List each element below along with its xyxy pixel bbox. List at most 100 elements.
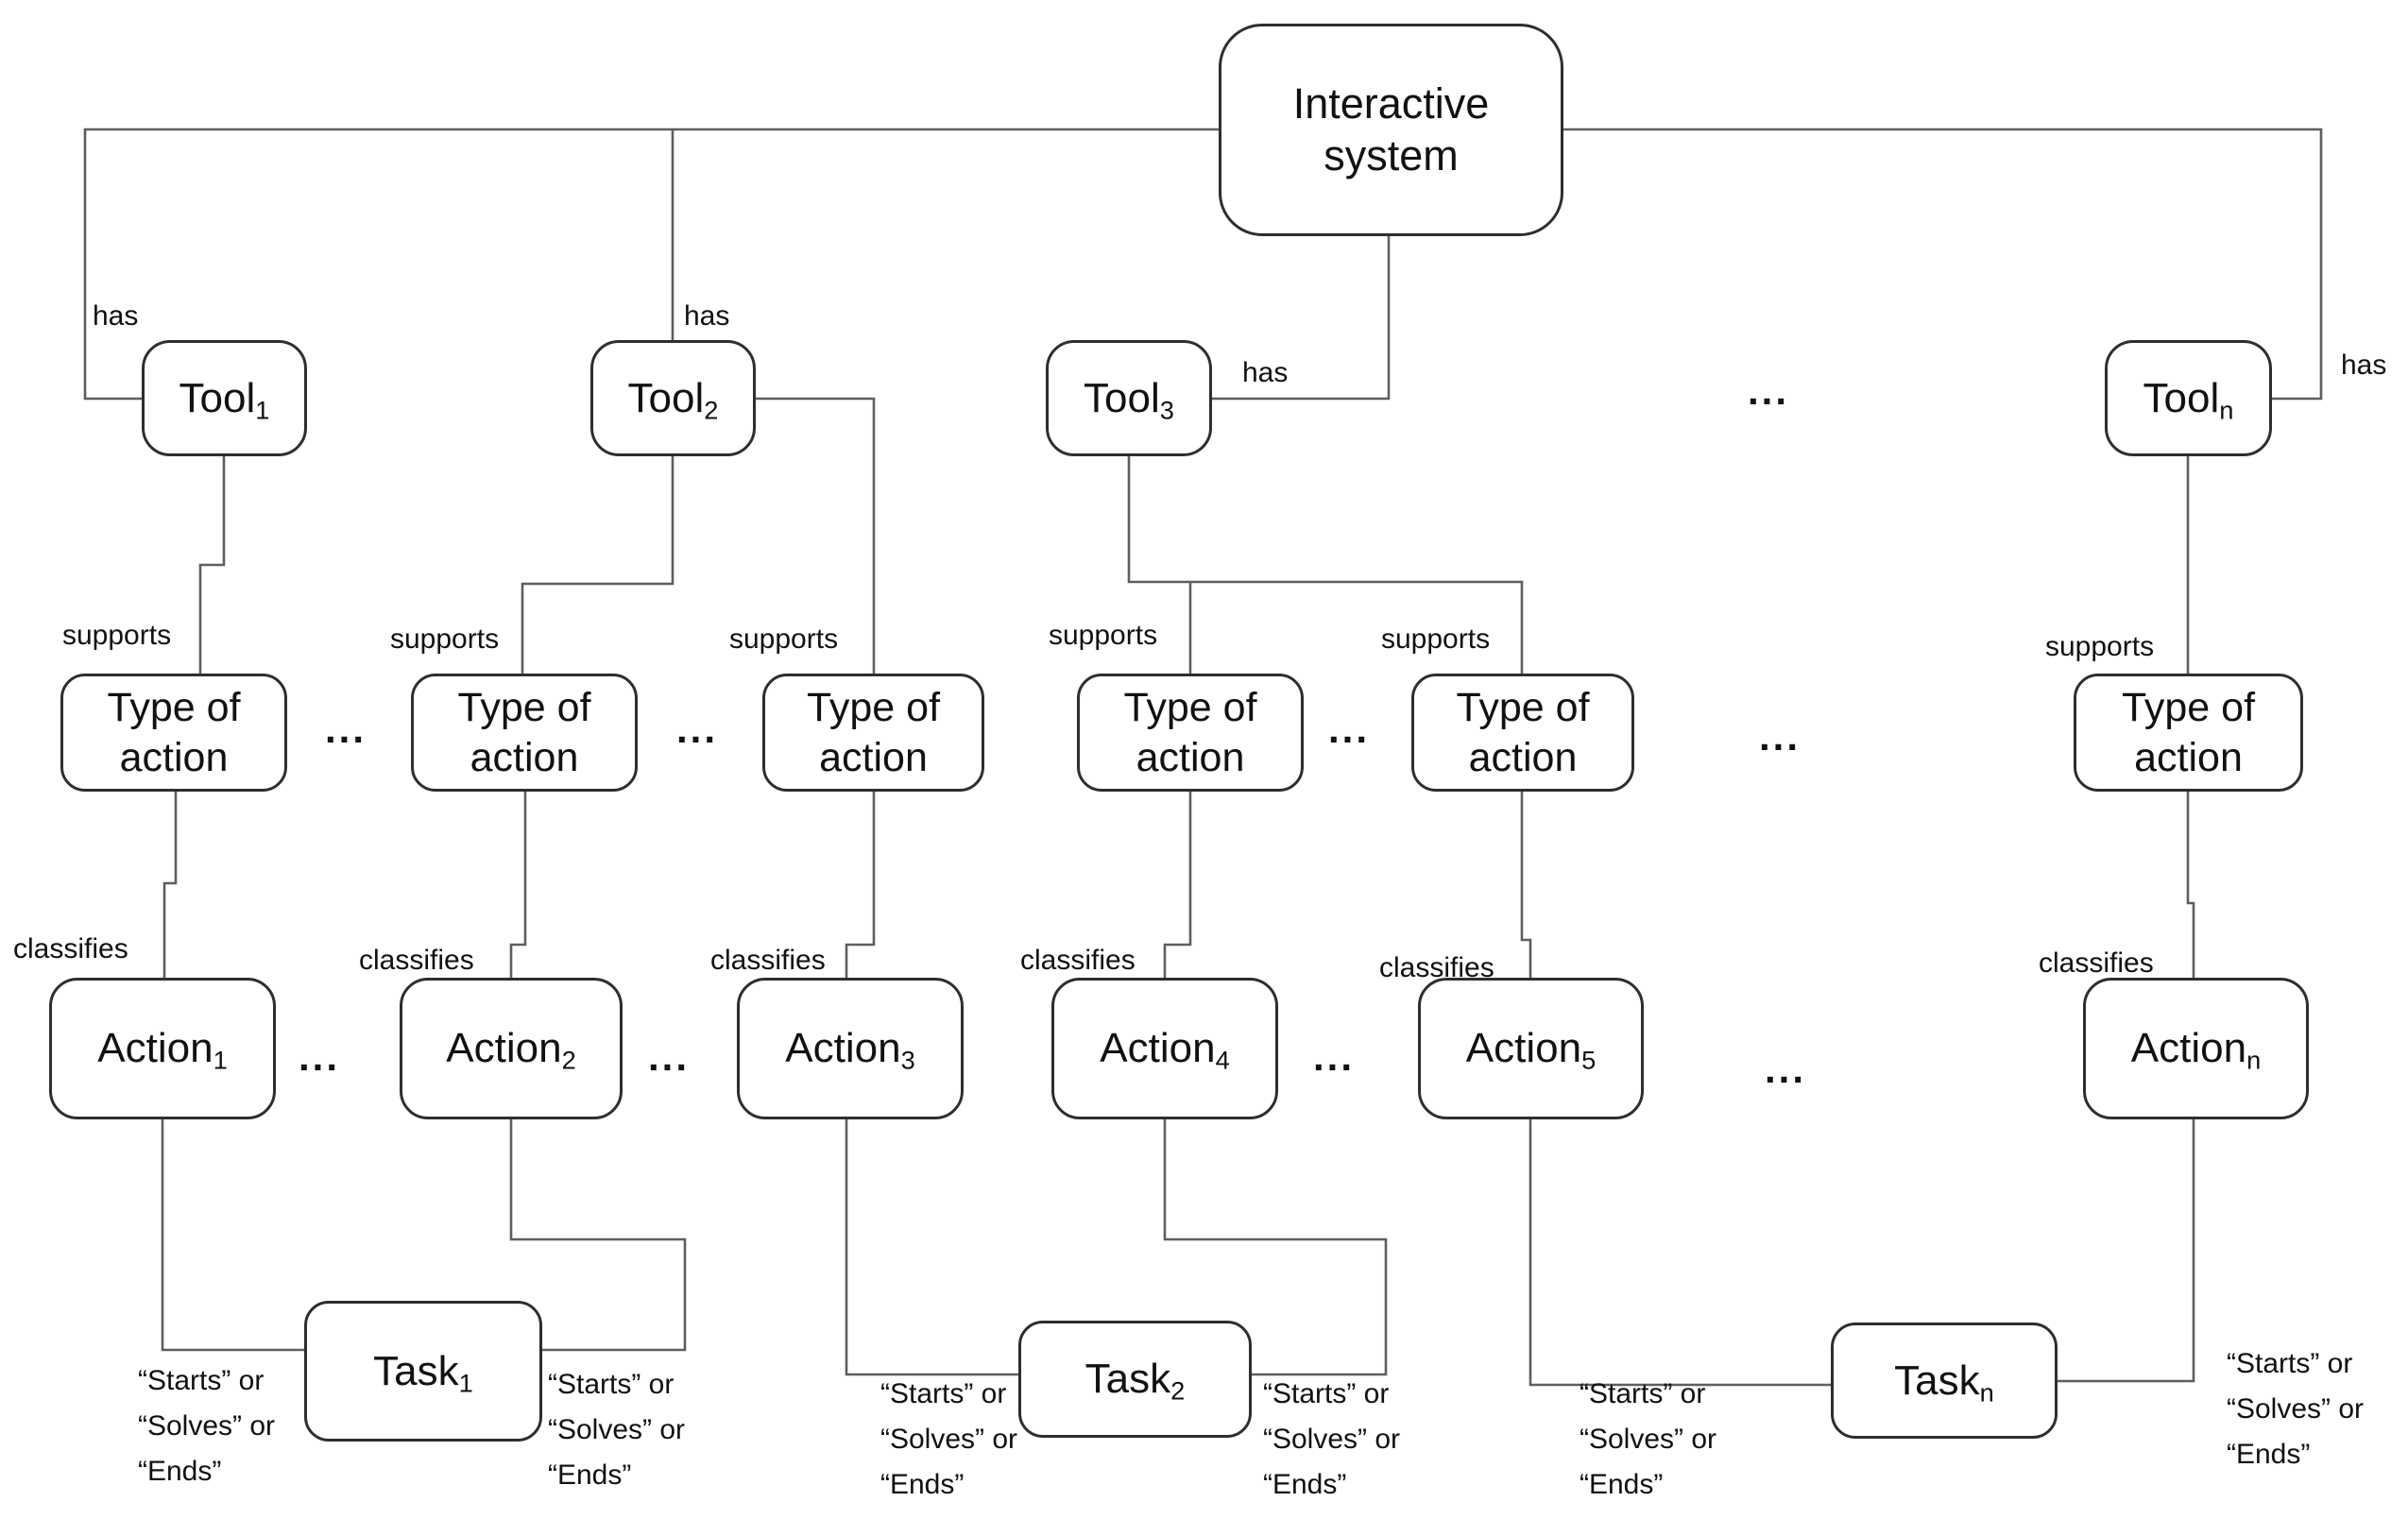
node-type-of-action-4-label: Type of action	[1123, 685, 1257, 780]
node-action-n: Actionn	[2083, 978, 2309, 1119]
node-action-n-label: Actionn	[2130, 1025, 2262, 1075]
quote-line: “Ends”	[1580, 1469, 1664, 1500]
node-tool-n-label: Tooln	[2143, 374, 2234, 425]
edge-label-has-n: has	[2341, 350, 2387, 381]
quote-label-task2-left: “Starts” or “Solves” or “Ends”	[880, 1372, 1017, 1508]
node-type-of-action-1-label: Type of action	[107, 685, 241, 780]
quote-line: “Starts” or	[2227, 1348, 2353, 1379]
quote-label-taskn-left: “Starts” or “Solves” or “Ends”	[1580, 1372, 1716, 1508]
node-action-4-label: Action4	[1100, 1025, 1230, 1075]
edge-label-supports-1: supports	[62, 620, 172, 651]
node-action-3: Action3	[737, 978, 964, 1119]
node-action-1: Action1	[49, 978, 276, 1119]
quote-line: “Ends”	[880, 1469, 965, 1500]
edge-action1-task1	[161, 1119, 304, 1352]
node-action-2-label: Action2	[446, 1025, 576, 1075]
node-task-2-label: Task2	[1084, 1356, 1186, 1406]
edge-label-supports-n: supports	[2045, 631, 2155, 662]
quote-line: “Solves” or	[138, 1410, 276, 1442]
quote-label-task1-right: “Starts” or “Solves” or “Ends”	[548, 1362, 685, 1498]
node-action-4: Action4	[1051, 978, 1278, 1119]
quote-label-task1-left: “Starts” or “Solves” or “Ends”	[138, 1358, 275, 1494]
ellipsis-type-of-action-4: ...	[1759, 714, 1802, 759]
quote-line: “Ends”	[548, 1459, 632, 1491]
node-type-of-action-3-label: Type of action	[806, 685, 941, 780]
quote-line: “Starts” or	[548, 1369, 675, 1400]
edge-label-supports-3: supports	[729, 623, 839, 655]
node-type-of-action-3: Type of action	[762, 674, 984, 792]
node-action-1-label: Action1	[97, 1025, 228, 1075]
edge-typeofaction1-action1	[162, 792, 178, 978]
ellipsis-type-of-action-1: ...	[325, 707, 367, 751]
node-interactive-system-label: Interactive system	[1292, 78, 1490, 179]
ellipsis-action-4: ...	[1765, 1047, 1807, 1091]
node-task-1-label: Task1	[373, 1347, 473, 1398]
edge-label-classifies-3: classifies	[710, 945, 826, 976]
node-task-n-label: Taskn	[1894, 1357, 1994, 1408]
quote-label-taskn-right: “Starts” or “Solves” or “Ends”	[2227, 1341, 2364, 1477]
node-tool-1-label: Tool1	[179, 374, 270, 425]
edge-system-tooln	[1563, 128, 2323, 401]
edge-label-classifies-5: classifies	[1379, 952, 1494, 983]
node-tool-3: Tool3	[1046, 340, 1212, 456]
quote-label-task2-right: “Starts” or “Solves” or “Ends”	[1263, 1372, 1400, 1508]
node-tool-2-label: Tool2	[627, 374, 719, 425]
quote-line: “Starts” or	[1580, 1378, 1706, 1409]
node-action-3-label: Action3	[785, 1025, 915, 1075]
ellipsis-action-3: ...	[1313, 1034, 1356, 1079]
node-interactive-system: Interactive system	[1219, 24, 1563, 236]
edge-label-has-3: has	[1242, 357, 1289, 388]
edge-action3-task2	[845, 1119, 1018, 1376]
node-type-of-action-2-label: Type of action	[457, 685, 591, 780]
node-tool-2: Tool2	[590, 340, 756, 456]
edge-typeofactionn-actionn	[2186, 792, 2195, 978]
ellipsis-type-of-action-3: ...	[1328, 707, 1371, 751]
node-type-of-action-4: Type of action	[1077, 674, 1304, 792]
quote-line: “Solves” or	[2227, 1393, 2365, 1425]
edge-actionn-taskn	[2058, 1119, 2195, 1383]
node-tool-3-label: Tool3	[1084, 374, 1174, 425]
quote-line: “Solves” or	[548, 1414, 686, 1445]
edge-typeofaction5-action5	[1520, 792, 1532, 978]
node-tool-n: Tooln	[2105, 340, 2272, 456]
edge-label-classifies-1: classifies	[13, 933, 128, 964]
quote-line: “Solves” or	[1580, 1424, 1717, 1455]
edge-typeofaction2-action2	[509, 792, 527, 978]
node-type-of-action-5-label: Type of action	[1456, 685, 1590, 780]
edge-tool1-typeofaction1	[198, 456, 226, 674]
ellipsis-tools: ...	[1748, 368, 1790, 413]
edge-tool3-typeofaction5	[1127, 456, 1524, 674]
quote-line: “Ends”	[138, 1456, 222, 1487]
node-action-2: Action2	[400, 978, 623, 1119]
quote-line: “Starts” or	[880, 1378, 1007, 1409]
edge-label-classifies-2: classifies	[359, 945, 474, 976]
edge-typeofaction3-action3	[845, 792, 876, 978]
edge-system-tool3	[1212, 236, 1391, 401]
edge-action4-task2	[1163, 1119, 1388, 1376]
quote-line: “Starts” or	[138, 1365, 265, 1396]
node-type-of-action-5: Type of action	[1411, 674, 1634, 792]
ellipsis-action-1: ...	[299, 1034, 341, 1079]
node-action-5-label: Action5	[1465, 1025, 1597, 1075]
edge-label-classifies-4: classifies	[1020, 945, 1136, 976]
edge-action2-task1	[509, 1119, 687, 1352]
edge-label-supports-4: supports	[1049, 620, 1158, 651]
edge-label-has-2: has	[684, 300, 730, 332]
edge-typeofaction4-action4	[1163, 792, 1192, 978]
node-type-of-action-n: Type of action	[2074, 674, 2303, 792]
quote-line: “Starts” or	[1263, 1378, 1390, 1409]
node-type-of-action-2: Type of action	[411, 674, 638, 792]
edge-label-supports-2: supports	[390, 623, 500, 655]
quote-line: “Solves” or	[880, 1424, 1018, 1455]
edge-action5-taskn	[1528, 1119, 1831, 1387]
edge-tool2-typeofaction2	[521, 456, 675, 674]
edge-label-supports-5: supports	[1381, 623, 1491, 655]
quote-line: “Solves” or	[1263, 1424, 1401, 1455]
node-type-of-action-1: Type of action	[60, 674, 287, 792]
node-type-of-action-n-label: Type of action	[2121, 685, 2256, 780]
quote-line: “Ends”	[2227, 1439, 2311, 1470]
ellipsis-type-of-action-2: ...	[676, 707, 719, 751]
ellipsis-action-2: ...	[648, 1034, 691, 1079]
node-task-1: Task1	[304, 1301, 542, 1442]
edge-label-classifies-n: classifies	[2039, 947, 2154, 979]
